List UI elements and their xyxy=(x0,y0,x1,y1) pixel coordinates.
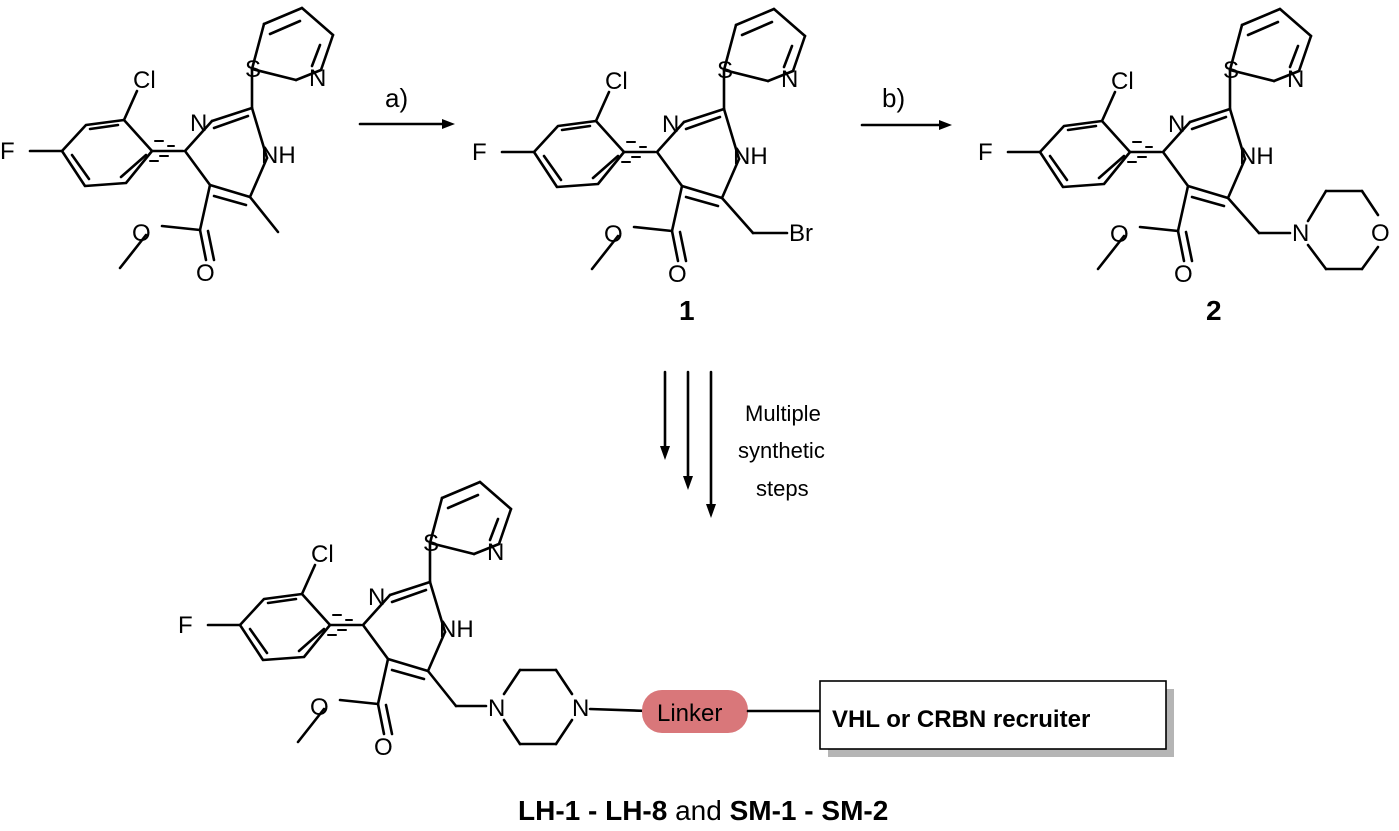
atom-NH: NH xyxy=(439,616,474,643)
compound-2: S N N NH Cl F O O N O xyxy=(978,7,1390,288)
reaction-arrow-a: a) xyxy=(358,83,455,129)
atom-O: O xyxy=(310,694,329,721)
recruiter-label: VHL or CRBN recruiter xyxy=(832,706,1090,733)
atom-S: S xyxy=(1223,57,1239,84)
svg-text:synthetic: synthetic xyxy=(738,438,825,463)
degrader-molecule: S N N NH Cl F O O N N xyxy=(178,480,589,761)
recruiter-box xyxy=(819,680,1167,750)
starting-material: S N N NH Cl F O O xyxy=(0,6,335,287)
atom-N: N xyxy=(190,110,207,137)
atom-O: O xyxy=(132,220,151,247)
step-a-label: a) xyxy=(385,83,408,113)
atom-N: N xyxy=(1292,220,1309,247)
atom-NH: NH xyxy=(261,142,296,169)
atom-F: F xyxy=(978,139,993,166)
multistep-label: Multiple synthetic steps xyxy=(738,401,825,501)
atom-N: N xyxy=(368,584,385,611)
svg-text:steps: steps xyxy=(756,476,809,501)
atom-N: N xyxy=(488,695,505,722)
atom-O: O xyxy=(374,734,393,761)
atom-F: F xyxy=(472,139,487,166)
atom-N: N xyxy=(487,539,504,566)
atom-Cl: Cl xyxy=(311,541,334,568)
atom-N: N xyxy=(662,111,679,138)
atom-S: S xyxy=(245,56,261,83)
caption-and: and xyxy=(667,795,729,826)
atom-O: O xyxy=(1110,221,1129,248)
reaction-arrow-b: b) xyxy=(860,83,952,130)
bond-to-linker xyxy=(588,707,650,713)
atom-Br: Br xyxy=(789,220,813,247)
atom-O: O xyxy=(1371,220,1390,247)
caption-lh-range: LH-1 - LH-8 xyxy=(518,795,667,826)
compound-1: S N N NH Cl F O O Br xyxy=(472,7,813,288)
atom-N: N xyxy=(1168,111,1185,138)
caption-sm-range: SM-1 - SM-2 xyxy=(730,795,889,826)
linker-label: Linker xyxy=(657,700,722,727)
atom-NH: NH xyxy=(1239,143,1274,170)
compound-2-label: 2 xyxy=(1206,295,1222,326)
series-caption: LH-1 - LH-8 and SM-1 - SM-2 xyxy=(518,795,888,826)
atom-F: F xyxy=(0,138,15,165)
atom-N: N xyxy=(572,695,589,722)
atom-O: O xyxy=(604,221,623,248)
atom-Cl: Cl xyxy=(1111,68,1134,95)
atom-Cl: Cl xyxy=(133,67,156,94)
svg-text:Multiple: Multiple xyxy=(745,401,821,426)
atom-O: O xyxy=(196,260,215,287)
atom-F: F xyxy=(178,612,193,639)
atom-S: S xyxy=(423,530,439,557)
atom-N: N xyxy=(309,65,326,92)
atom-O: O xyxy=(668,261,687,288)
atom-N: N xyxy=(1287,66,1304,93)
multistep-arrows xyxy=(660,370,716,518)
atom-O: O xyxy=(1174,261,1193,288)
atom-Cl: Cl xyxy=(605,68,628,95)
atom-S: S xyxy=(717,57,733,84)
atom-N: N xyxy=(781,66,798,93)
compound-1-label: 1 xyxy=(679,295,695,326)
linker-pill xyxy=(642,690,748,733)
atom-NH: NH xyxy=(733,143,768,170)
step-b-label: b) xyxy=(882,83,905,113)
